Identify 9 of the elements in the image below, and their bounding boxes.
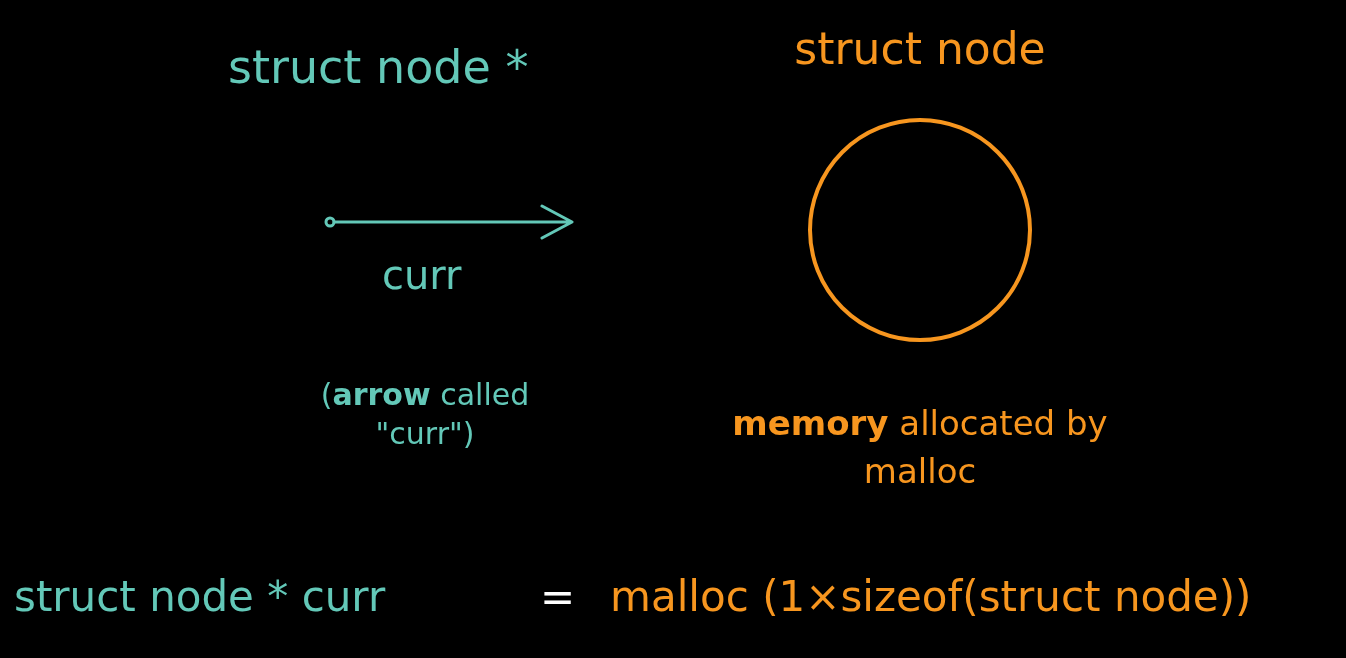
arrow-note: (arrow called "curr"): [319, 376, 531, 453]
assignment-sign: =: [540, 572, 576, 621]
malloc-call-code: malloc (1×sizeof(struct node)): [610, 572, 1252, 621]
pointer-name-label: curr: [382, 252, 462, 298]
memory-circle: [808, 118, 1032, 342]
struct-type-label: struct node: [793, 22, 1047, 76]
pointer-type-label: struct node *: [228, 40, 529, 94]
declaration-code: struct node * curr: [14, 572, 386, 621]
memory-note: memory allocated by malloc: [731, 402, 1109, 493]
